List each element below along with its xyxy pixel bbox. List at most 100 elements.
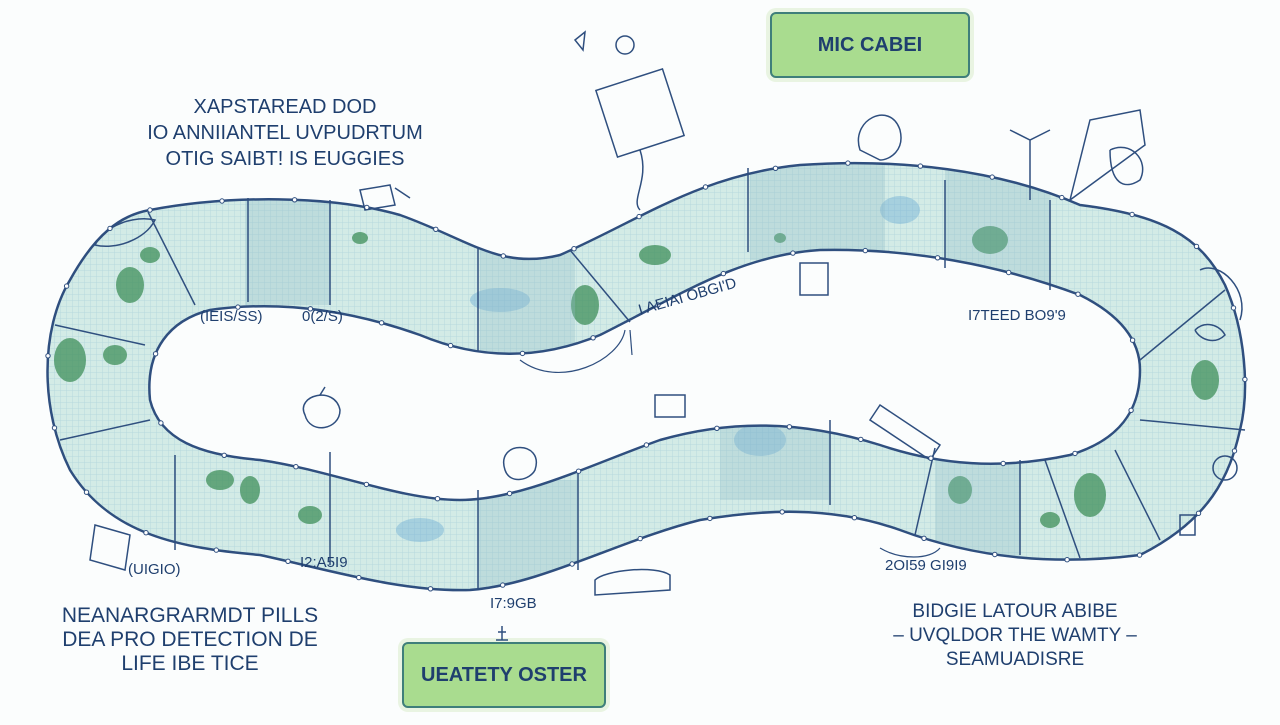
track-node — [845, 160, 851, 166]
track-node — [1129, 337, 1136, 343]
apple-sketch — [302, 386, 341, 429]
track-node — [433, 226, 439, 233]
track-node — [291, 197, 298, 203]
text-bottom-left-line-1: NEANARGRARMDT PILLS — [61, 604, 319, 627]
track-node — [1000, 460, 1006, 467]
track-node — [921, 535, 927, 541]
track-node — [506, 490, 513, 497]
track-node — [702, 184, 709, 190]
track-node — [1059, 194, 1065, 201]
track-node — [427, 586, 434, 592]
track-node — [63, 283, 70, 289]
top-button-label: MIC CABEI — [817, 33, 923, 56]
track-node — [575, 468, 582, 474]
text-top-left-line-3: OTIG SAIBT! IS EUGGIES — [165, 148, 405, 170]
track-label-4: I7TEED BO9'9 — [968, 307, 1066, 324]
track-node — [83, 489, 90, 495]
track-node — [307, 306, 314, 312]
text-bottom-right-line-3: SEAMUADISRE — [945, 649, 1085, 670]
track-node — [447, 342, 454, 349]
bottom-button-label: UEATETY OSTER — [421, 663, 587, 686]
box-sketch — [89, 524, 131, 571]
text-top-left-line-1: XAPSTAREAD DOD — [193, 96, 377, 118]
track-node — [720, 270, 727, 277]
text-block-bottom-right: BIDGIE LATOUR ABIBE – UVQLDOR THE WAMTY … — [870, 600, 1160, 672]
track-node — [1129, 211, 1135, 218]
track-node — [643, 442, 650, 448]
track-node — [519, 350, 526, 357]
track-node — [772, 165, 779, 172]
text-bottom-left-line-2: DEA PRO DETECTION DE — [62, 628, 318, 651]
track-node — [636, 213, 642, 220]
text-block-bottom-left: NEANARGRARMDT PILLS DEA PRO DETECTION DE… — [55, 604, 325, 676]
track-label-1: (IEIS/SS) — [200, 308, 263, 325]
car-sketch — [594, 568, 671, 596]
text-top-left-line-2: IO ANNIIANTEL UVPUDRTUM — [147, 122, 423, 144]
track-node — [637, 535, 643, 542]
track-node — [1075, 291, 1081, 297]
track-node — [1072, 450, 1078, 457]
callout-lines — [519, 329, 941, 558]
creature-sketch-top — [857, 114, 902, 161]
text-bottom-left-line-3: LIFE IBE TICE — [121, 652, 259, 675]
track-node — [235, 304, 241, 310]
vegetation-patches — [54, 226, 1219, 528]
pin-sketch — [502, 446, 538, 481]
track-segments — [245, 163, 1050, 591]
track-node — [500, 253, 506, 259]
track-node — [934, 255, 941, 261]
track-node — [293, 464, 299, 470]
track-node — [655, 302, 661, 308]
track-node — [285, 558, 291, 564]
track-nodes — [45, 160, 1248, 592]
track-node — [1231, 448, 1238, 454]
tv-sketch — [1179, 455, 1238, 536]
track-node — [158, 420, 164, 426]
track-node — [1136, 552, 1143, 558]
track-node — [1128, 407, 1134, 413]
track-node — [364, 204, 370, 211]
track-node — [1006, 269, 1012, 276]
map-board-sketch — [573, 30, 686, 211]
track-node — [992, 551, 998, 558]
track-node — [107, 225, 113, 232]
text-bottom-right-line-2: – UVQLDOR THE WAMTY – — [893, 625, 1137, 646]
water-patches — [396, 196, 920, 542]
track-node — [1064, 557, 1070, 563]
track-node — [143, 530, 149, 536]
track-node — [917, 163, 924, 169]
plant-sketch — [1194, 267, 1243, 342]
track-node — [356, 574, 362, 581]
track-node — [707, 515, 713, 522]
track-node — [147, 207, 153, 213]
track-node — [213, 547, 220, 553]
track-node — [590, 335, 596, 341]
text-block-top-left: XAPSTAREAD DOD IO ANNIIANTEL UVPUDRTUM O… — [140, 94, 430, 172]
track-node — [779, 509, 785, 515]
bench-sketch — [359, 184, 411, 211]
track-node — [1242, 376, 1248, 383]
track-label-5: (UIGIO) — [128, 561, 181, 578]
track-node — [378, 320, 385, 326]
top-button[interactable]: MIC CABEI — [770, 12, 970, 78]
track-node — [221, 452, 227, 458]
track-node — [500, 582, 506, 588]
track-label-8: 2OI59 GI9I9 — [885, 557, 967, 574]
track-node — [928, 455, 934, 461]
track-node — [434, 496, 441, 502]
track-node — [714, 425, 720, 431]
tree-sketch — [1009, 109, 1146, 202]
track-node — [571, 246, 577, 252]
bottom-button[interactable]: UEATETY OSTER — [402, 642, 606, 708]
track-node — [1195, 510, 1202, 516]
track-node — [45, 353, 51, 359]
track-node — [790, 250, 796, 256]
segment-dividers — [54, 168, 1246, 590]
track-label-7: I7:9GB — [490, 595, 537, 612]
track-node — [51, 425, 58, 431]
track-node — [152, 351, 159, 357]
text-bottom-right-line-1: BIDGIE LATOUR ABIBE — [912, 601, 1118, 622]
track-node — [862, 247, 868, 254]
